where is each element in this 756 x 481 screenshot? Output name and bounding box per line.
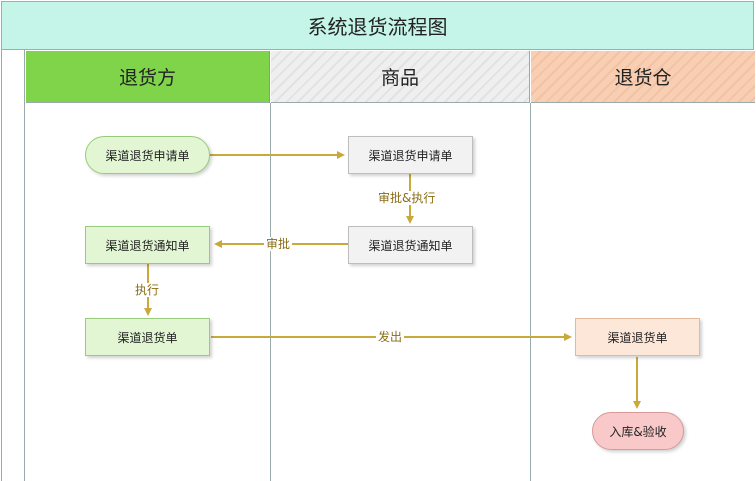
node-notice-form-goods[interactable]: 渠道退货通知单 bbox=[348, 226, 473, 264]
node-return-form[interactable]: 渠道退货单 bbox=[85, 318, 210, 356]
lane-header-goods: 商品 bbox=[271, 51, 530, 103]
lane-body-goods bbox=[271, 103, 531, 481]
lane-header-returner: 退货方 bbox=[26, 51, 270, 103]
lane-header-return-warehouse: 退货仓 bbox=[531, 51, 755, 103]
lane-body-returner bbox=[26, 103, 271, 481]
node-warehouse-return-form[interactable]: 渠道退货单 bbox=[575, 318, 700, 356]
node-start-apply-form[interactable]: 渠道退货申请单 bbox=[85, 136, 210, 174]
edge-label-send: 发出 bbox=[376, 330, 405, 344]
edge-label-approve: 审批 bbox=[264, 237, 293, 251]
node-notice-form-returner[interactable]: 渠道退货通知单 bbox=[85, 226, 210, 264]
node-end-inbound-check[interactable]: 入库&验收 bbox=[592, 412, 684, 450]
node-apply-form[interactable]: 渠道退货申请单 bbox=[348, 136, 473, 174]
left-margin-strip bbox=[1, 50, 25, 481]
diagram-title: 系统退货流程图 bbox=[1, 1, 754, 50]
edge-label-execute: 执行 bbox=[133, 283, 162, 297]
edge-label-approve-execute: 审批&执行 bbox=[376, 191, 438, 205]
